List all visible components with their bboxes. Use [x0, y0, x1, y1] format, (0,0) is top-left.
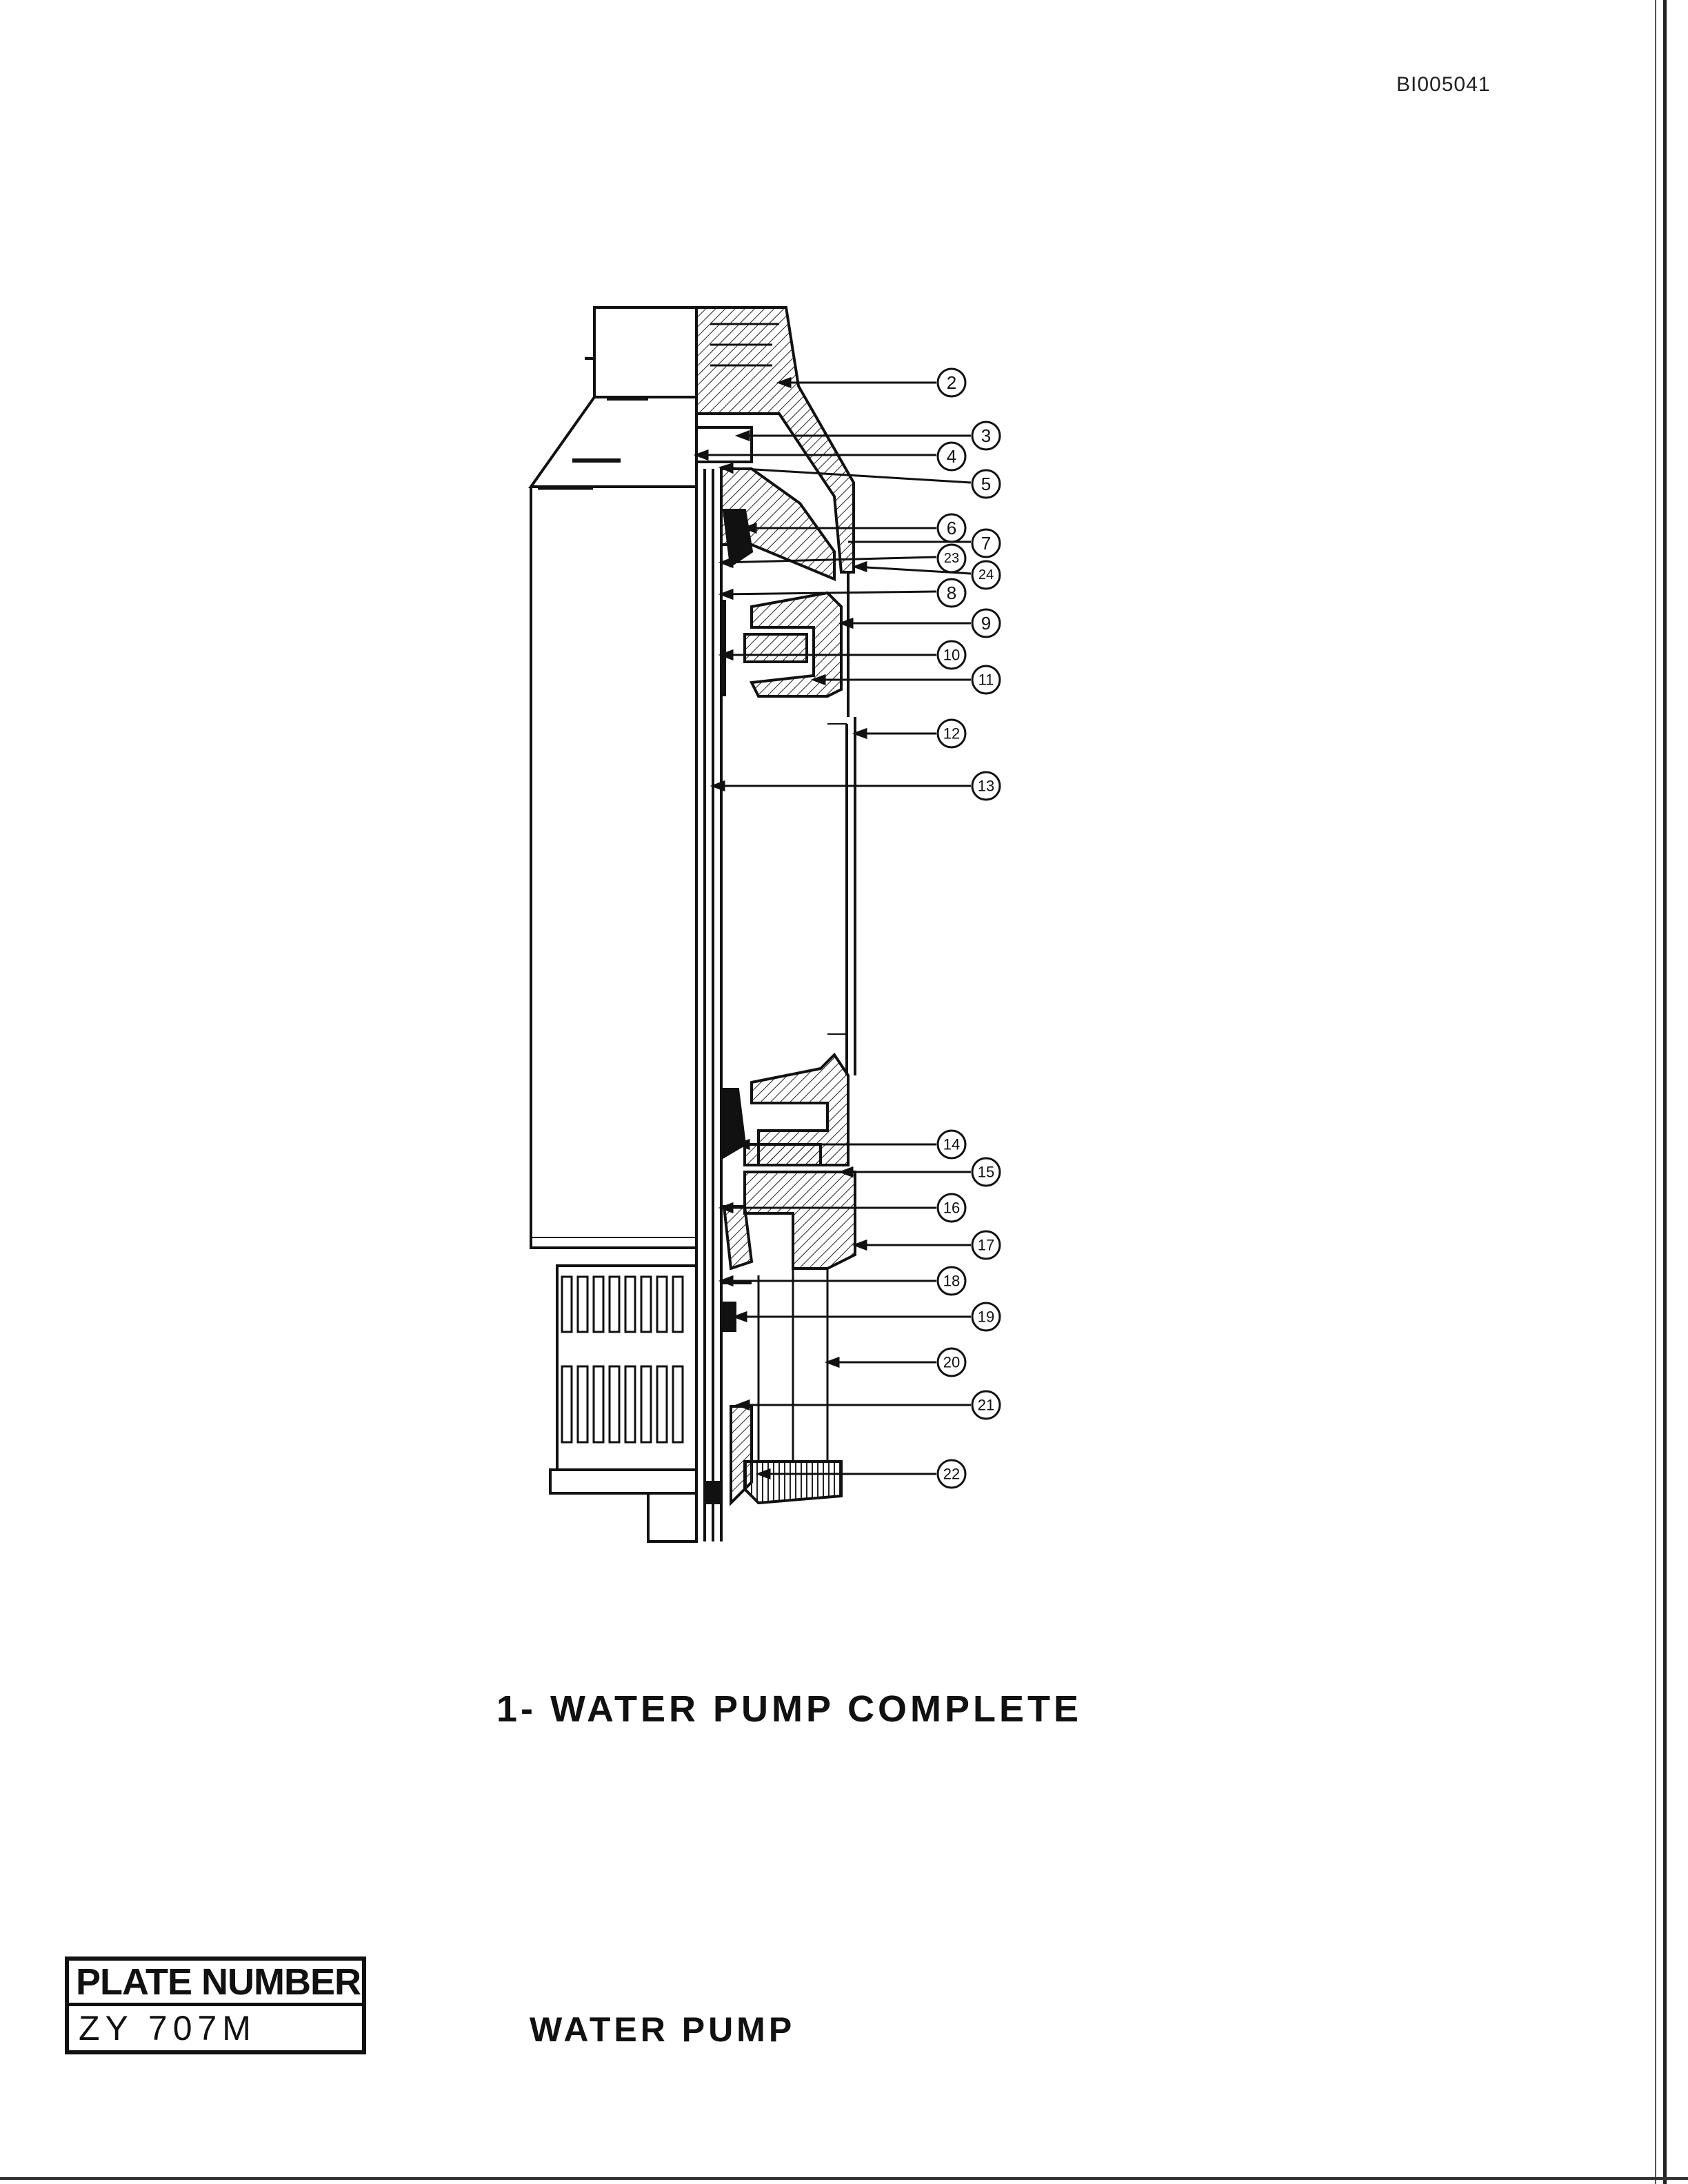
svg-text:13: 13: [978, 778, 994, 795]
page-edge-inner: [1655, 0, 1656, 2184]
lower-bowl-assembly: [720, 1052, 856, 1284]
callout-24: 24: [971, 560, 1001, 590]
callout-19: 19: [971, 1302, 1001, 1332]
callout-5: 5: [971, 469, 1001, 499]
callout-22: 22: [936, 1459, 967, 1489]
svg-text:17: 17: [978, 1237, 994, 1254]
svg-text:6: 6: [947, 518, 956, 538]
plate-number-header: PLATE NUMBER: [69, 1961, 362, 2006]
callout-15: 15: [971, 1157, 1001, 1187]
intake-screen-slots: [561, 1275, 684, 1444]
svg-text:10: 10: [943, 647, 960, 664]
callout-8: 8: [936, 578, 967, 608]
column-pipe: [827, 717, 856, 1075]
callout-2: 2: [936, 367, 967, 398]
svg-text:3: 3: [981, 425, 991, 446]
pump-exterior: [528, 306, 698, 1543]
callout-7: 7: [971, 528, 1001, 558]
svg-text:7: 7: [981, 533, 991, 554]
svg-text:20: 20: [943, 1354, 960, 1371]
callout-20: 20: [936, 1347, 967, 1377]
callout-leaders: [693, 376, 972, 1480]
callout-21: 21: [971, 1390, 1001, 1420]
svg-text:15: 15: [978, 1164, 994, 1181]
callout-6: 6: [936, 513, 967, 543]
svg-text:14: 14: [943, 1136, 960, 1153]
figure-caption: 1- WATER PUMP COMPLETE: [496, 1688, 1083, 1730]
svg-text:21: 21: [978, 1397, 994, 1414]
callout-14: 14: [936, 1129, 967, 1160]
svg-text:19: 19: [978, 1308, 994, 1326]
svg-text:24: 24: [978, 567, 994, 583]
svg-text:2: 2: [947, 372, 956, 393]
callout-17: 17: [971, 1230, 1001, 1260]
callout-16: 16: [936, 1193, 967, 1223]
callout-12: 12: [936, 718, 967, 749]
callout-3: 3: [971, 421, 1001, 451]
callout-4: 4: [936, 441, 967, 472]
svg-text:16: 16: [943, 1200, 960, 1217]
pump-shaft: [695, 307, 723, 1541]
plate-number-value: ZY 707M: [79, 2009, 257, 2048]
svg-text:23: 23: [944, 551, 959, 566]
document-id: BI005041: [1396, 73, 1491, 96]
callout-11: 11: [971, 665, 1001, 695]
page-bottom-edge: [0, 2177, 1688, 2180]
svg-text:18: 18: [943, 1273, 960, 1290]
page-title: WATER PUMP: [530, 2010, 796, 2049]
plate-number-box: PLATE NUMBER ZY 707M: [65, 1957, 366, 2054]
svg-text:22: 22: [943, 1466, 960, 1483]
suction-bell: [706, 1268, 843, 1506]
callout-9: 9: [971, 608, 1001, 638]
svg-text:4: 4: [947, 446, 956, 467]
svg-text:8: 8: [947, 583, 956, 603]
callout-18: 18: [936, 1266, 967, 1296]
callout-10: 10: [936, 640, 967, 670]
callout-markers: 2 3 4 5 6 7 23 24 8 9 10 11 12 13 14 15 …: [936, 367, 1001, 1489]
svg-text:11: 11: [978, 671, 994, 689]
callout-13: 13: [971, 771, 1001, 801]
page-edge: [1663, 0, 1667, 2184]
svg-text:12: 12: [943, 725, 960, 742]
svg-text:5: 5: [981, 474, 991, 494]
svg-text:9: 9: [981, 613, 991, 634]
callout-23: 23: [936, 543, 967, 574]
